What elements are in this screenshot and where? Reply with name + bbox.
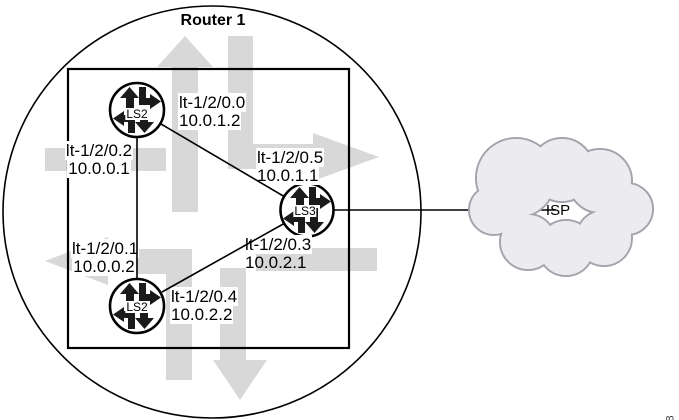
interface-label-lt-1-2-0-3: lt-1/2/0.3 10.0.2.1 xyxy=(244,235,313,272)
router-icon-arrows xyxy=(113,283,161,329)
router-boundary-circle xyxy=(2,5,422,419)
node-label-ls2-bottom: LS2 xyxy=(125,300,149,314)
interface-name: lt-1/2/0.3 xyxy=(244,235,313,254)
interface-label-lt-1-2-0-5: lt-1/2/0.5 10.0.1.1 xyxy=(256,148,325,185)
inner-box xyxy=(66,67,351,350)
node-label-ls2-top: LS2 xyxy=(125,107,149,121)
node-ls2-bottom xyxy=(108,277,166,335)
interface-label-lt-1-2-0-2: lt-1/2/0.2 10.0.0.1 xyxy=(62,141,136,178)
interface-ip: 10.0.1.2 xyxy=(178,111,242,130)
interface-name: lt-1/2/0.5 xyxy=(256,148,325,167)
interface-name: lt-1/2/0.2 xyxy=(64,141,134,160)
interface-label-lt-1-2-0-0: lt-1/2/0.0 10.0.1.2 xyxy=(178,93,247,130)
isp-cloud-fill xyxy=(470,139,652,275)
interface-ip: 10.0.2.1 xyxy=(245,253,307,272)
router-title: Router 1 xyxy=(180,12,246,29)
interface-ip: 10.0.0.1 xyxy=(67,159,131,178)
figure-code: g040918 xyxy=(664,415,676,420)
node-label-ls3: LS3 xyxy=(293,204,317,218)
interface-name: lt-1/2/0.0 xyxy=(178,93,247,112)
interface-name: lt-1/2/0.4 xyxy=(170,287,239,306)
interface-label-lt-1-2-0-4: lt-1/2/0.4 10.0.2.2 xyxy=(170,287,239,324)
interface-label-lt-1-2-0-1: lt-1/2/0.1 10.0.0.2 xyxy=(71,239,140,276)
interface-name: lt-1/2/0.1 xyxy=(71,239,140,258)
interface-ip: 10.0.2.2 xyxy=(170,305,234,324)
isp-label: ISP xyxy=(545,202,571,219)
interface-ip: 10.0.1.1 xyxy=(256,166,320,185)
interface-ip: 10.0.0.2 xyxy=(72,257,136,276)
